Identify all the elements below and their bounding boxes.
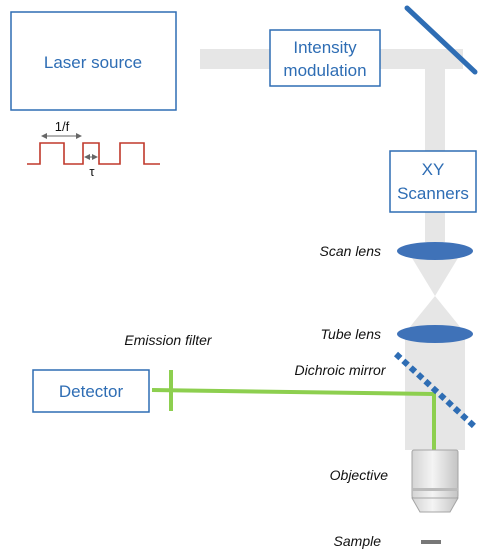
- intensity-modulation-label-line2: modulation: [283, 61, 366, 80]
- xy-scanners-label-line2: Scanners: [397, 184, 469, 203]
- tube-lens: [397, 325, 473, 343]
- emission-beam-horizontal: [151, 388, 435, 396]
- beam-vertical-scanner: [425, 212, 445, 242]
- fold-mirror: [404, 5, 478, 75]
- detector-box: Detector: [32, 369, 150, 413]
- emission-filter-label: Emission filter: [124, 332, 212, 348]
- objective-band: [412, 488, 458, 491]
- objective: [411, 449, 459, 513]
- objective-label: Objective: [330, 467, 389, 483]
- objective-tip: [411, 497, 459, 513]
- intensity-modulation-box: Intensity modulation: [269, 29, 381, 87]
- detector-label: Detector: [59, 382, 124, 401]
- sample: [421, 540, 441, 544]
- dichroic-mirror: [393, 351, 477, 429]
- tube-lens-label: Tube lens: [321, 326, 381, 342]
- width-label: τ: [89, 164, 95, 179]
- emission-path: [151, 370, 436, 450]
- beam-vertical-upper: [425, 49, 445, 151]
- scan-lens: [397, 242, 473, 260]
- laser-source-label: Laser source: [44, 53, 142, 72]
- dichroic-mirror-label: Dichroic mirror: [295, 362, 387, 378]
- sample-label: Sample: [334, 533, 382, 549]
- period-label: 1/f: [55, 119, 70, 134]
- beam-diverging-cone: [405, 296, 465, 333]
- xy-scanners-box: XY Scanners: [389, 150, 477, 213]
- xy-scanners-label-line1: XY: [422, 160, 445, 179]
- pulse-waveform: [27, 142, 160, 165]
- laser-source-box: Laser source: [10, 11, 177, 111]
- pulse-train: 1/f τ: [27, 119, 160, 179]
- beam-converging-cone: [412, 258, 458, 296]
- intensity-modulation-label-line1: Intensity: [293, 38, 357, 57]
- scan-lens-label: Scan lens: [320, 243, 381, 259]
